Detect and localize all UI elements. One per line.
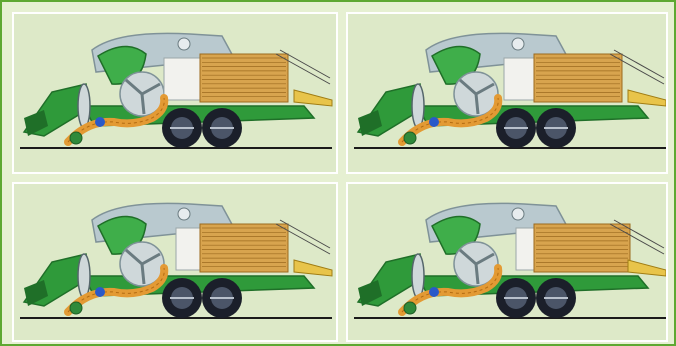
hood-bolt: [178, 208, 190, 220]
baler-stage-4-panel: [346, 182, 668, 342]
gauge-wheel: [404, 132, 416, 144]
flywheel: [78, 84, 90, 128]
wheel-rear: [536, 108, 576, 148]
bale-chute: [628, 90, 666, 106]
plunger: [516, 228, 534, 270]
pickup-reel: [95, 287, 105, 297]
wheel-front: [162, 278, 202, 318]
pickup-reel: [429, 287, 439, 297]
baler-illustration: [348, 184, 668, 342]
baler-illustration: [14, 14, 336, 172]
bale: [200, 54, 288, 102]
wheel-front: [496, 108, 536, 148]
flywheel: [78, 254, 90, 298]
plunger: [504, 58, 534, 100]
bale: [200, 224, 288, 272]
wheel-rear: [202, 278, 242, 318]
wheel-front: [496, 278, 536, 318]
plunger: [164, 58, 200, 100]
wheel-rear: [536, 278, 576, 318]
baler-stage-2-panel: [346, 12, 668, 174]
pickup-reel: [429, 117, 439, 127]
wheel-front: [162, 108, 202, 148]
bale: [534, 54, 622, 102]
bale-chute: [294, 260, 332, 276]
baler-stage-3-panel: [12, 182, 338, 342]
hood-bolt: [178, 38, 190, 50]
gauge-wheel: [70, 302, 82, 314]
bale: [534, 224, 630, 272]
pickup-reel: [95, 117, 105, 127]
baler-stage-1-panel: [12, 12, 338, 174]
baler-illustration: [348, 14, 668, 172]
hood-bolt: [512, 38, 524, 50]
hood-bolt: [512, 208, 524, 220]
bale-chute: [628, 260, 666, 276]
plunger: [176, 228, 200, 270]
flywheel: [412, 254, 424, 298]
gauge-wheel: [404, 302, 416, 314]
bale-chute: [294, 90, 332, 106]
gauge-wheel: [70, 132, 82, 144]
baler-illustration: [14, 184, 336, 342]
wheel-rear: [202, 108, 242, 148]
flywheel: [412, 84, 424, 128]
